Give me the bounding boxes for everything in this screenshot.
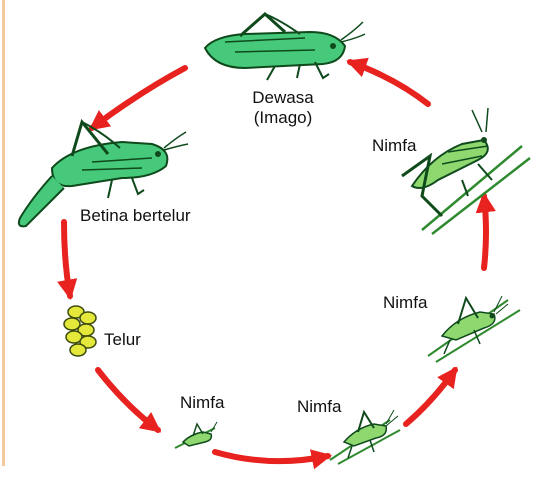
arrow-nymph1-to-nymph2 bbox=[215, 452, 328, 461]
arrow-nymph3-to-nymph4 bbox=[484, 196, 486, 268]
label-nymph-2: Nimfa bbox=[297, 397, 341, 417]
label-nymph-3: Nimfa bbox=[383, 293, 427, 313]
egg-cluster-icon bbox=[64, 306, 96, 356]
grasshopper-nymph-icon bbox=[428, 296, 520, 362]
label-adult-line2: (Imago) bbox=[238, 108, 328, 128]
grasshopper-nymph-icon bbox=[330, 410, 400, 464]
grasshopper-adult-icon bbox=[205, 14, 365, 80]
label-adult-line1: Dewasa bbox=[238, 88, 328, 108]
label-nymph-4: Nimfa bbox=[372, 136, 416, 156]
label-eggs: Telur bbox=[104, 330, 141, 350]
label-adult: Dewasa (Imago) bbox=[238, 88, 328, 127]
label-nymph-1: Nimfa bbox=[180, 393, 224, 413]
label-female: Betina bertelur bbox=[80, 206, 191, 226]
arrow-adult-to-female bbox=[92, 68, 185, 128]
grasshopper-nymph-icon bbox=[402, 108, 530, 234]
arrow-eggs-to-nymph1 bbox=[98, 370, 158, 430]
arrow-nymph2-to-nymph3 bbox=[406, 370, 455, 424]
left-border-bar bbox=[2, 0, 5, 466]
arrow-female-to-eggs bbox=[64, 222, 70, 296]
arrow-nymph4-to-adult bbox=[350, 62, 428, 104]
grasshopper-nymph-icon bbox=[175, 422, 217, 448]
